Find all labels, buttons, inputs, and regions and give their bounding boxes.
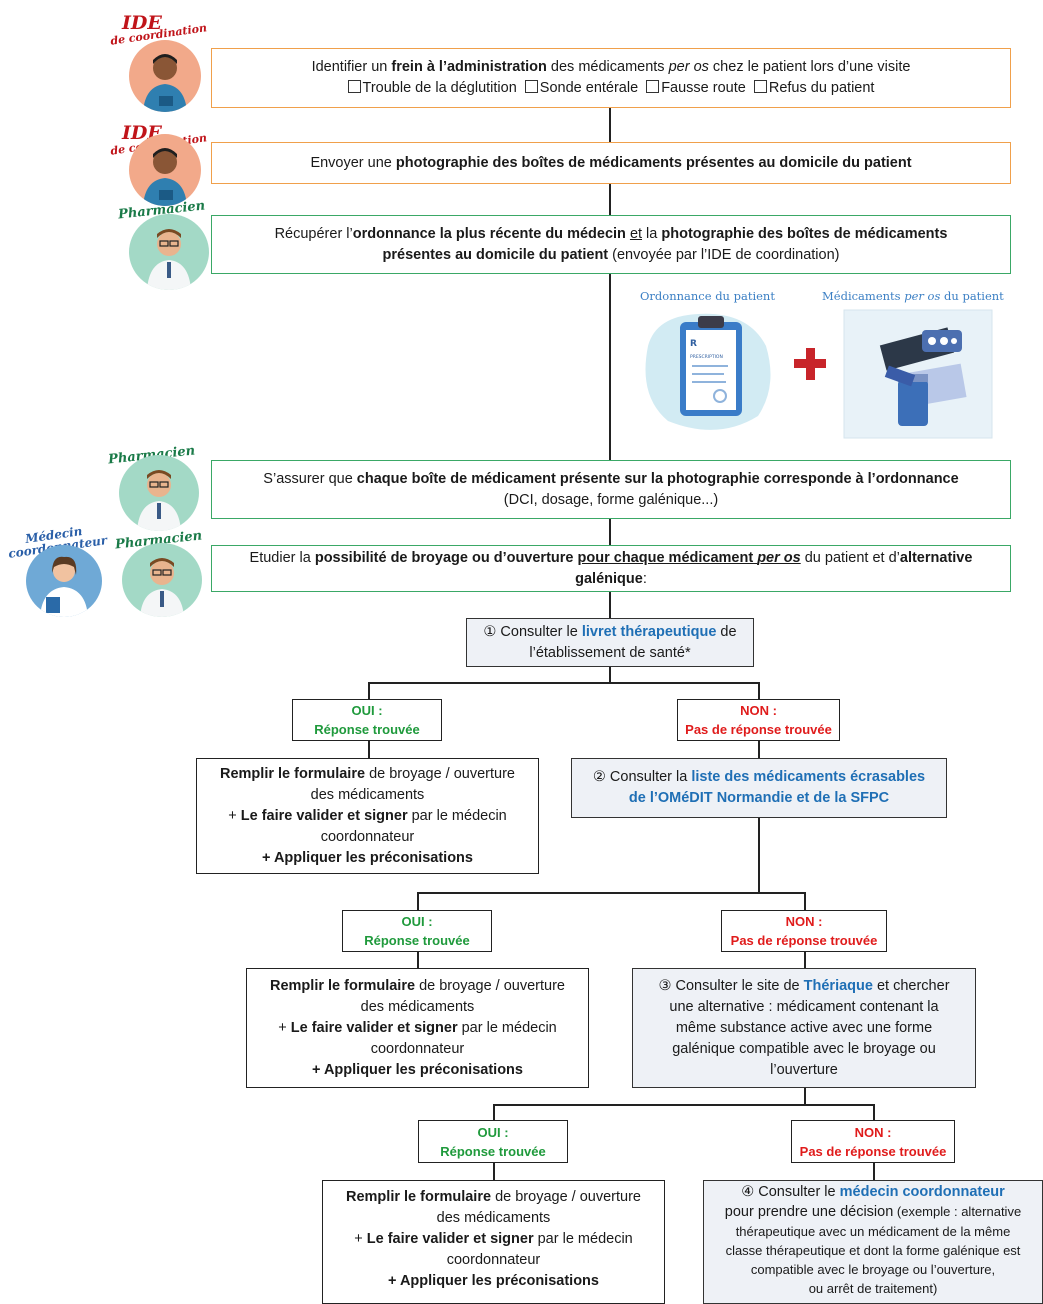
pharmacist-icon xyxy=(140,558,184,617)
step-get-prescription: Récupérer l’ordonnance la plus récente d… xyxy=(211,215,1011,274)
checkbox-refus[interactable] xyxy=(753,80,767,93)
nurse-avatar xyxy=(129,40,201,112)
nurse-avatar-2 xyxy=(129,134,201,206)
fill-form-box: Remplir le formulaire de broyage / ouver… xyxy=(196,758,539,874)
no-badge: NON :Pas de réponse trouvée xyxy=(677,699,840,741)
checkbox-fausse-route[interactable] xyxy=(646,80,660,93)
yes-badge-2: OUI :Réponse trouvée xyxy=(342,910,492,952)
pill-box-icon xyxy=(843,309,993,439)
svg-text:PRESCRIPTION: PRESCRIPTION xyxy=(690,354,723,360)
step-consult-theriaque: ③ Consulter le site de Thériaque et cher… xyxy=(632,968,976,1088)
step-send-photo: Envoyer une photographie des boîtes de m… xyxy=(211,142,1011,184)
svg-text:R: R xyxy=(690,339,697,349)
medication-boxes-illustration xyxy=(842,306,994,440)
pharmacist-icon xyxy=(137,470,181,531)
caption-medications: Médicaments per os du patient xyxy=(822,289,1004,303)
checkbox-sonde[interactable] xyxy=(524,80,538,93)
fill-form-box-2: Remplir le formulaire de broyage / ouver… xyxy=(246,968,589,1088)
pharmacist-icon xyxy=(147,229,191,290)
plus-icon xyxy=(792,346,828,382)
step-study-crushing: Etudier la possibilité de broyage ou d’o… xyxy=(211,545,1011,592)
nurse-icon xyxy=(143,54,187,112)
caption-prescription: Ordonnance du patient xyxy=(640,289,775,303)
role-label-ide: IDE xyxy=(122,12,162,34)
checkbox-deglutition[interactable] xyxy=(347,80,361,93)
yes-badge-3: OUI :Réponse trouvée xyxy=(418,1120,568,1163)
yes-badge: OUI :Réponse trouvée xyxy=(292,699,442,741)
pharmacist-avatar-2 xyxy=(119,455,199,531)
doctor-icon xyxy=(40,556,88,617)
step-consult-omedit: ② Consulter la liste des médicaments écr… xyxy=(571,758,947,818)
clipboard-icon: R PRESCRIPTION xyxy=(645,313,771,430)
step-consult-medecin: ④ Consulter le médecin coordonnateur pou… xyxy=(703,1180,1043,1304)
pharmacist-avatar xyxy=(129,214,209,290)
step-verify-boxes: S’assurer que chaque boîte de médicament… xyxy=(211,460,1011,519)
step-identify-barrier: Identifier un frein à l’administration d… xyxy=(211,48,1011,108)
nurse-icon xyxy=(143,148,187,206)
pharmacist-avatar-3 xyxy=(122,543,202,617)
prescription-illustration: R PRESCRIPTION xyxy=(638,306,778,434)
no-badge-2: NON :Pas de réponse trouvée xyxy=(721,910,887,952)
doctor-avatar xyxy=(26,545,102,617)
no-badge-3: NON :Pas de réponse trouvée xyxy=(791,1120,955,1163)
fill-form-box-3: Remplir le formulaire de broyage / ouver… xyxy=(322,1180,665,1304)
step-consult-livret: ① Consulter le livret thérapeutique de l… xyxy=(466,618,754,667)
